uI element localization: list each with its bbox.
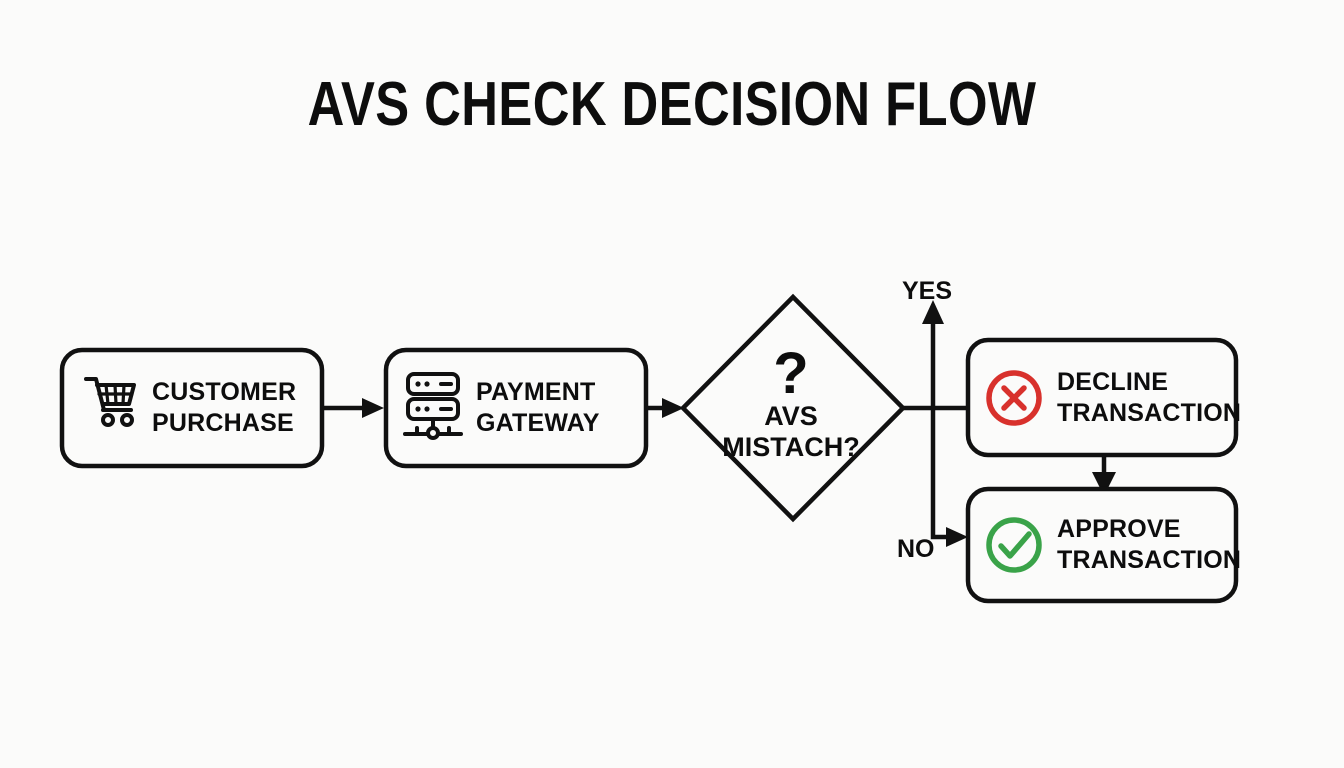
customer-purchase-box[interactable] [59, 347, 325, 469]
edge-gateway-to-decision [646, 398, 684, 418]
approve-transaction-label-line1: APPROVE [1057, 515, 1181, 543]
payment-gateway-label-line2: GATEWAY [476, 409, 600, 437]
edge-yes-branch [922, 300, 944, 408]
decline-transaction-label-line1: DECLINE [1057, 368, 1168, 396]
node-decline-transaction[interactable]: DECLINE TRANSACTION [965, 337, 1241, 458]
payment-gateway-label-line1: PAYMENT [476, 378, 595, 406]
circle-x-icon [986, 370, 1042, 426]
avs-decision-label-line2: MISTACH? [722, 432, 859, 462]
avs-decision-label-line1: AVS [764, 401, 818, 431]
edge-label-no: NO [897, 535, 935, 563]
node-approve-transaction[interactable]: APPROVE TRANSACTION [965, 486, 1241, 604]
approve-transaction-label-line2: TRANSACTION [1057, 546, 1241, 574]
question-mark-icon: ? [773, 341, 808, 406]
node-avs-decision[interactable]: ? AVS MISTACH? [679, 293, 907, 523]
server-network-icon [403, 372, 463, 440]
node-payment-gateway[interactable]: PAYMENT GATEWAY [383, 347, 649, 469]
circle-check-icon [986, 517, 1042, 573]
shopping-cart-icon [84, 377, 136, 427]
customer-purchase-label-line1: CUSTOMER [152, 378, 296, 406]
approve-transaction-box[interactable] [965, 486, 1239, 604]
customer-purchase-label-line2: PURCHASE [152, 409, 294, 437]
page-title: AVS CHECK DECISION FLOW [307, 70, 1037, 139]
node-customer-purchase[interactable]: CUSTOMER PURCHASE [59, 347, 325, 469]
decline-transaction-label-line2: TRANSACTION [1057, 399, 1241, 427]
edge-decline-to-approve [1092, 455, 1116, 496]
decline-transaction-box[interactable] [965, 337, 1239, 458]
edge-label-yes: YES [902, 277, 952, 305]
edge-purchase-to-gateway [322, 398, 384, 418]
edge-no-branch [930, 408, 968, 547]
payment-gateway-box[interactable] [383, 347, 649, 469]
avs-decision-diamond[interactable] [679, 293, 907, 523]
